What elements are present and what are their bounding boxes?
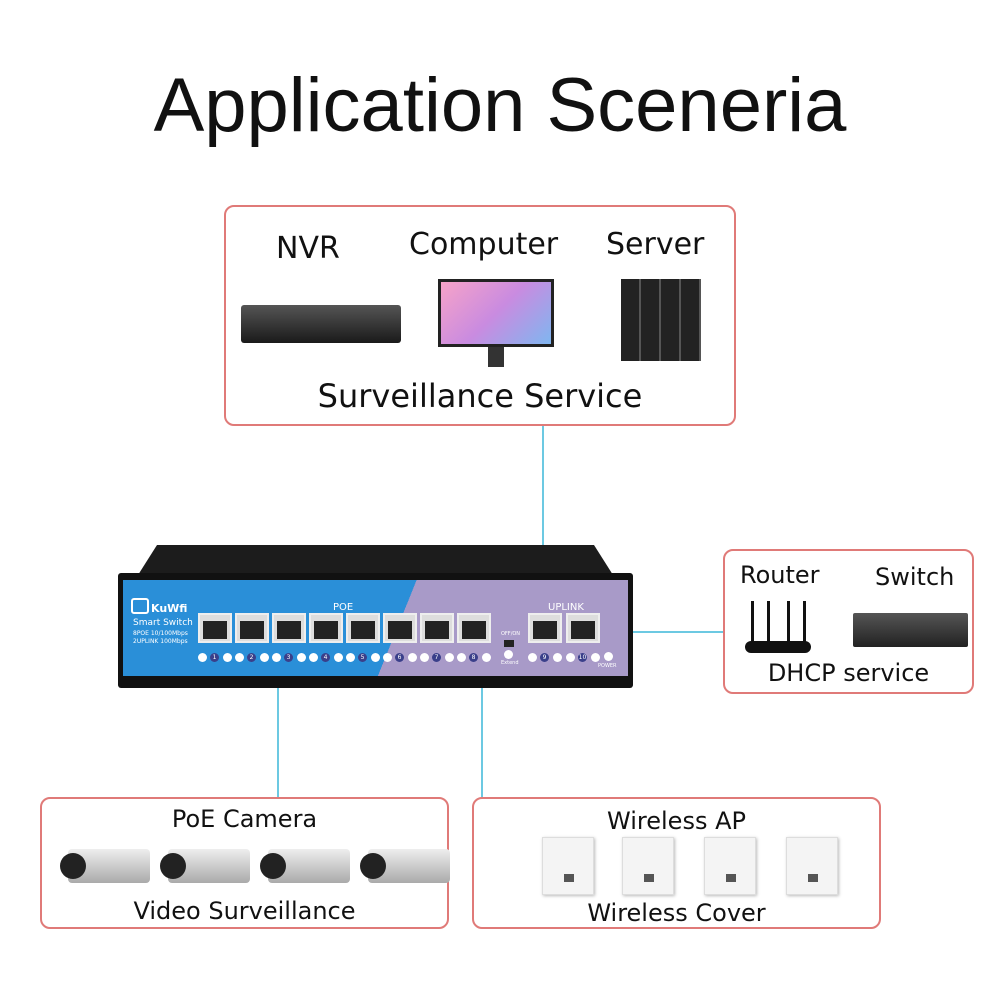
port-led bbox=[235, 653, 244, 662]
ethernet-port-5[interactable] bbox=[346, 613, 380, 643]
port-led bbox=[223, 653, 232, 662]
port-number: 7 bbox=[432, 653, 441, 662]
switch-label: Switch bbox=[875, 563, 955, 591]
port-number: 1 bbox=[210, 653, 219, 662]
ethernet-port-2[interactable] bbox=[235, 613, 269, 643]
port-led bbox=[272, 653, 281, 662]
nvr-image bbox=[241, 305, 401, 343]
router-label: Router bbox=[740, 561, 820, 589]
power-led bbox=[604, 652, 613, 661]
port-led bbox=[371, 653, 380, 662]
poe-camera-box: PoE Camera Video Surveillance bbox=[40, 797, 450, 929]
dhcp-caption: DHCP service bbox=[767, 659, 930, 687]
port-led bbox=[553, 653, 562, 662]
link-line-cameras bbox=[277, 675, 279, 797]
ethernet-port-7[interactable] bbox=[420, 613, 454, 643]
port-led bbox=[457, 653, 466, 662]
port-led bbox=[383, 653, 392, 662]
access-point-image bbox=[704, 837, 756, 895]
link-line-ap bbox=[481, 675, 483, 797]
surveillance-service-box: NVR Computer Server Surveillance Service bbox=[224, 205, 736, 426]
port-led bbox=[346, 653, 355, 662]
port-number: 5 bbox=[358, 653, 367, 662]
port-led bbox=[482, 653, 491, 662]
server-label: Server bbox=[606, 227, 705, 262]
port-led bbox=[309, 653, 318, 662]
ethernet-port-9[interactable] bbox=[528, 613, 562, 643]
nvr-label: NVR bbox=[276, 231, 340, 266]
power-label: POWER bbox=[598, 663, 617, 669]
port-led bbox=[445, 653, 454, 662]
kuwfi-logo-icon bbox=[131, 598, 149, 614]
server-image bbox=[621, 279, 701, 361]
ethernet-port-4[interactable] bbox=[309, 613, 343, 643]
port-led bbox=[591, 653, 600, 662]
page-title: Application Sceneria bbox=[153, 63, 847, 148]
dhcp-service-box: Router Switch DHCP service bbox=[723, 549, 974, 694]
extend-toggle[interactable] bbox=[504, 640, 514, 647]
surveillance-caption: Surveillance Service bbox=[317, 377, 643, 415]
port-led bbox=[334, 653, 343, 662]
link-line-right bbox=[628, 631, 723, 633]
port-led bbox=[297, 653, 306, 662]
port-number: 8 bbox=[469, 653, 478, 662]
extend-led bbox=[504, 650, 513, 659]
port-led bbox=[408, 653, 417, 662]
ethernet-port-1[interactable] bbox=[198, 613, 232, 643]
port-led bbox=[198, 653, 207, 662]
access-point-image bbox=[786, 837, 838, 895]
toggle-label: OFF/ON bbox=[501, 631, 521, 637]
port-led bbox=[420, 653, 429, 662]
computer-label: Computer bbox=[409, 227, 559, 262]
port-number: 2 bbox=[247, 653, 256, 662]
port-number: 9 bbox=[540, 653, 549, 662]
poe-label: POE bbox=[333, 602, 354, 613]
front-panel: KuWfi Smart Switch 8POE 10/100Mbps 2UPLI… bbox=[123, 580, 628, 676]
uplink-label: UPLINK bbox=[548, 602, 584, 613]
extend-label: Extend bbox=[501, 660, 519, 666]
access-point-image bbox=[622, 837, 674, 895]
port-number: 4 bbox=[321, 653, 330, 662]
port-led bbox=[528, 653, 537, 662]
brand-label: KuWfi bbox=[151, 602, 188, 615]
ethernet-port-10[interactable] bbox=[566, 613, 600, 643]
camera-image bbox=[160, 849, 250, 883]
switch-image bbox=[853, 613, 968, 647]
link-line-top bbox=[542, 425, 544, 580]
camera-image bbox=[60, 849, 150, 883]
switch-top bbox=[138, 545, 613, 575]
ethernet-port-3[interactable] bbox=[272, 613, 306, 643]
ethernet-port-8[interactable] bbox=[457, 613, 491, 643]
model-label: Smart Switch bbox=[133, 618, 193, 628]
port-number: 10 bbox=[578, 653, 587, 662]
port-led bbox=[260, 653, 269, 662]
computer-image bbox=[438, 279, 554, 347]
port-number: 3 bbox=[284, 653, 293, 662]
wireless-ap-box: Wireless AP Wireless Cover bbox=[472, 797, 881, 929]
computer-stand bbox=[488, 347, 504, 367]
camera-image bbox=[260, 849, 350, 883]
camera-image bbox=[360, 849, 450, 883]
spec2-label: 2UPLINK 100Mbps bbox=[133, 638, 188, 645]
wireless-cover-caption: Wireless Cover bbox=[587, 899, 766, 927]
port-number: 6 bbox=[395, 653, 404, 662]
ethernet-port-6[interactable] bbox=[383, 613, 417, 643]
wireless-ap-heading: Wireless AP bbox=[607, 807, 746, 835]
port-led bbox=[566, 653, 575, 662]
poe-switch: KuWfi Smart Switch 8POE 10/100Mbps 2UPLI… bbox=[118, 545, 633, 690]
router-body bbox=[745, 641, 811, 653]
spec1-label: 8POE 10/100Mbps bbox=[133, 630, 188, 637]
access-point-image bbox=[542, 837, 594, 895]
poe-camera-heading: PoE Camera bbox=[171, 805, 318, 833]
video-surveillance-caption: Video Surveillance bbox=[133, 897, 356, 925]
